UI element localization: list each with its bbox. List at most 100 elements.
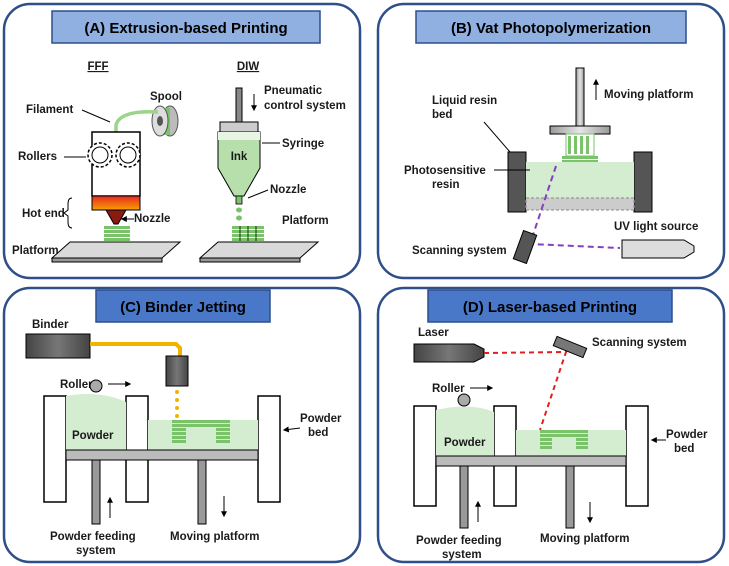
filament-line bbox=[114, 110, 159, 220]
diw-nozzle bbox=[235, 195, 243, 205]
feed-c-label-2: system bbox=[76, 545, 116, 557]
powder-bed-c-label-2: bed bbox=[308, 427, 328, 439]
binder-drop bbox=[175, 390, 179, 394]
nozzle-fff-label: Nozzle bbox=[134, 213, 170, 225]
bj-printed-part bbox=[172, 420, 230, 443]
binder-drop bbox=[175, 414, 179, 418]
diw-platform bbox=[198, 241, 320, 259]
syringe-plunger bbox=[219, 121, 259, 133]
liquid-resin-label-2: bed bbox=[432, 109, 452, 121]
panel-d-title-box bbox=[427, 289, 673, 323]
platform-fff-label: Platform bbox=[12, 245, 59, 257]
powder-d-label: Powder bbox=[444, 437, 486, 449]
wall-c-mid bbox=[125, 395, 149, 503]
platform-diw-label: Platform bbox=[282, 215, 329, 227]
wall-d-left bbox=[413, 405, 437, 507]
ink-label: Ink bbox=[231, 151, 248, 163]
laser-printed-part bbox=[540, 430, 588, 449]
panel-a-title: (A) Extrusion-based Printing bbox=[84, 20, 287, 37]
feed-piston-d bbox=[459, 465, 469, 529]
fff-printed-part bbox=[104, 226, 130, 241]
panel-a: (A) Extrusion-based Printing FFF DIW Spo… bbox=[2, 2, 362, 280]
roller-d bbox=[457, 393, 471, 407]
platform-c bbox=[65, 449, 259, 461]
roller-d-label: Roller bbox=[432, 383, 465, 395]
liquid-resin-label-1: Liquid resin bbox=[432, 95, 497, 107]
nozzle-diw-pointer bbox=[247, 189, 269, 199]
powder-bed-c-arrow bbox=[282, 426, 301, 433]
build-piston-c bbox=[197, 459, 207, 525]
uv-light-label: UV light source bbox=[614, 221, 698, 233]
build-plate bbox=[549, 125, 611, 135]
feed-c-label-1: Powder feeding bbox=[50, 531, 136, 543]
ink-drop bbox=[236, 215, 242, 221]
moving-platform-d-label: Moving platform bbox=[540, 533, 629, 545]
scanning-mirror-d bbox=[552, 335, 588, 359]
binder-drop bbox=[175, 406, 179, 410]
panel-c-title-box bbox=[95, 289, 271, 323]
liquid-resin-pointer bbox=[483, 121, 511, 153]
roller-c-label: Roller bbox=[60, 379, 93, 391]
panel-d: (D) Laser-based Printing Laser Scanning … bbox=[376, 286, 726, 564]
syringe-label: Syringe bbox=[282, 138, 324, 150]
powder-bed-d bbox=[516, 430, 626, 456]
powder-c-label: Powder bbox=[72, 430, 114, 442]
moving-platform-c-label: Moving platform bbox=[170, 531, 259, 543]
panel-b-frame bbox=[376, 2, 726, 280]
binder-source bbox=[25, 333, 91, 359]
panel-b: (B) Vat Photopolymerization Moving platf… bbox=[376, 2, 726, 280]
filament-label: Filament bbox=[26, 104, 73, 116]
uv-light-source bbox=[621, 239, 695, 259]
panel-d-title: (D) Laser-based Printing bbox=[463, 299, 637, 316]
build-piston-d bbox=[565, 465, 575, 529]
vat-window bbox=[525, 197, 635, 211]
feed-piston-c bbox=[91, 459, 101, 525]
photosensitive-label-2: resin bbox=[432, 179, 460, 191]
nozzle-diw-label: Nozzle bbox=[270, 184, 306, 196]
vat-wall-left bbox=[507, 151, 527, 213]
panel-c: (C) Binder Jetting Binder Roller Powder bbox=[2, 286, 362, 564]
laser-label: Laser bbox=[418, 327, 449, 339]
powder-supply-d bbox=[436, 406, 494, 456]
powder-bed-d-label-2: bed bbox=[674, 443, 694, 455]
platform-d bbox=[435, 455, 627, 467]
feed-d-label-1: Powder feeding bbox=[416, 535, 502, 547]
binder-line bbox=[90, 342, 182, 358]
fff-platform bbox=[50, 241, 182, 259]
panel-a-title-box bbox=[51, 10, 321, 44]
feed-d-label-2: system bbox=[442, 549, 482, 561]
ink-drop bbox=[236, 207, 242, 213]
pneumatic-label-1: Pneumatic bbox=[264, 85, 323, 97]
scanning-b-label: Scanning system bbox=[412, 245, 507, 257]
gear-icon bbox=[87, 142, 141, 168]
wall-c-right bbox=[257, 395, 281, 503]
resin-bath bbox=[526, 162, 634, 198]
vat-printed-part bbox=[562, 133, 598, 163]
photosensitive-label-1: Photosensitive bbox=[404, 165, 486, 177]
diw-printed-part bbox=[232, 226, 264, 241]
wall-d-right bbox=[625, 405, 649, 507]
spool-label: Spool bbox=[150, 91, 182, 103]
scanning-d-label: Scanning system bbox=[592, 337, 687, 349]
laser-beam bbox=[483, 350, 568, 431]
scanning-mirror-b bbox=[512, 229, 538, 265]
binder-label: Binder bbox=[32, 319, 69, 331]
wall-c-left bbox=[43, 395, 67, 503]
powder-bed-c-label-1: Powder bbox=[300, 413, 342, 425]
vat-wall-right bbox=[633, 151, 653, 213]
powder-supply-c bbox=[66, 394, 126, 450]
roller-c bbox=[89, 379, 103, 393]
rollers-label: Rollers bbox=[18, 151, 57, 163]
nozzle-tip bbox=[105, 209, 127, 225]
moving-platform-label: Moving platform bbox=[604, 89, 693, 101]
powder-bed-d-label-1: Powder bbox=[666, 429, 708, 441]
panel-c-title: (C) Binder Jetting bbox=[120, 299, 246, 316]
panel-b-title-box bbox=[415, 10, 687, 44]
plunger-rod bbox=[235, 87, 243, 123]
hot-end-block bbox=[91, 195, 141, 211]
panel-b-title: (B) Vat Photopolymerization bbox=[451, 20, 651, 37]
hot-end-brace bbox=[63, 197, 73, 229]
print-head bbox=[165, 355, 189, 387]
binder-drop bbox=[175, 398, 179, 402]
